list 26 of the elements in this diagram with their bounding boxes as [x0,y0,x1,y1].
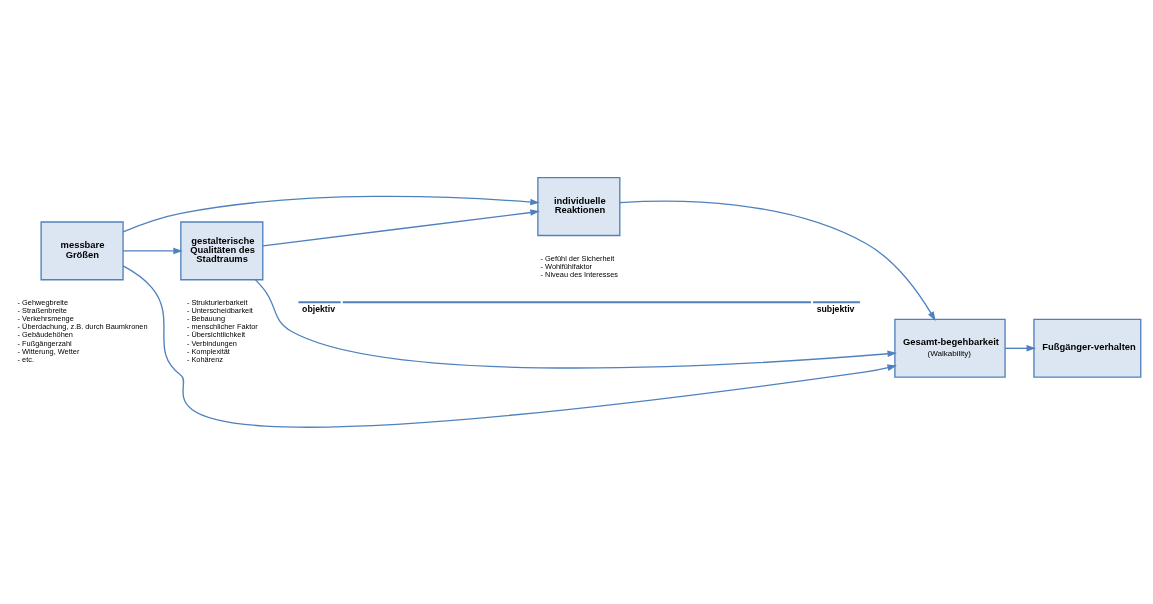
arrow [1004,344,1036,352]
node-label: - Gehwegbreite [17,297,69,307]
node-label: - Niveau des Interesses [540,269,619,279]
node-label: - Kohärenz [186,354,223,364]
node-label: - Übersichtlichkeit [186,329,246,339]
label: subjektiv [816,303,855,314]
node-box: messbare Größen [40,220,124,280]
node-box: individuelle Reaktionen [537,176,621,236]
node-label: - Gefühl der Sicherheit [540,253,615,263]
node-box: Fußgänger-verhalten [1033,318,1142,378]
arrow [254,278,897,369]
arrow [619,200,936,321]
node-label: - Bebauung [186,313,226,323]
arrow [122,247,183,254]
node-box: gestalterische Qualitäten des Stadtraums [180,220,264,280]
node-label: - Unterscheidbarkeit [186,305,253,315]
label: objektiv [302,303,336,314]
node-label: - Verkehrsmenge [17,313,74,323]
node-label: - Strukturierbarkeit [186,297,248,307]
arrow [262,208,540,247]
node-label: - Verbindungen [186,337,237,347]
node-label: - Wohlfühlfaktor [540,261,593,271]
node-label: - etc. [17,354,35,364]
arrow [122,264,897,428]
arrow [122,195,540,232]
node-label: - Fußgängerzahl [17,337,72,347]
